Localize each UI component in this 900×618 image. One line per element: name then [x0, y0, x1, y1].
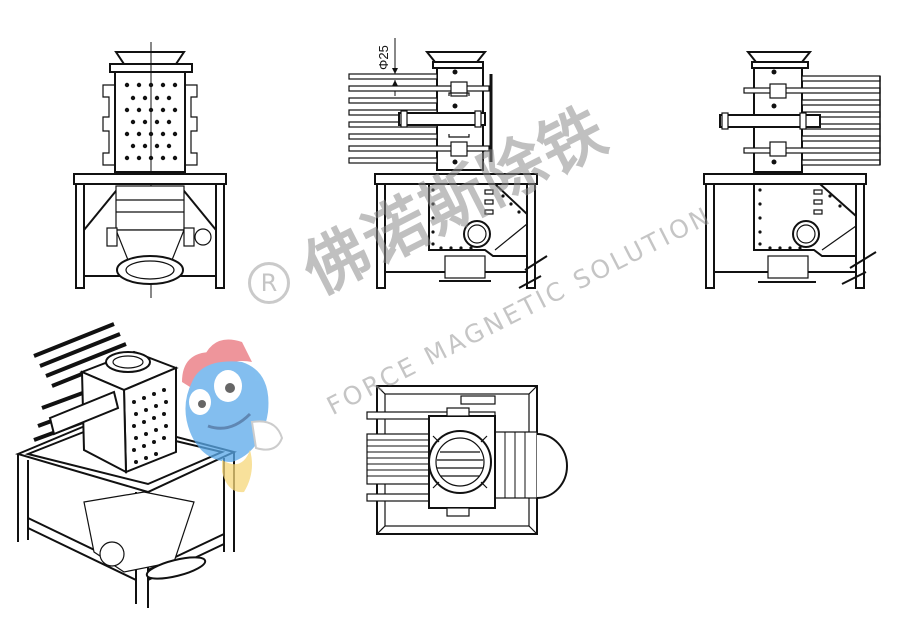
side-view-right-rods — [703, 51, 881, 289]
registered-trademark-icon: R — [248, 262, 290, 304]
dimension-label: Φ25 — [376, 45, 391, 70]
side-view-left-rods: Φ25 — [348, 38, 548, 289]
front-view — [73, 42, 227, 298]
isometric-view — [15, 322, 237, 608]
top-view — [366, 385, 568, 535]
